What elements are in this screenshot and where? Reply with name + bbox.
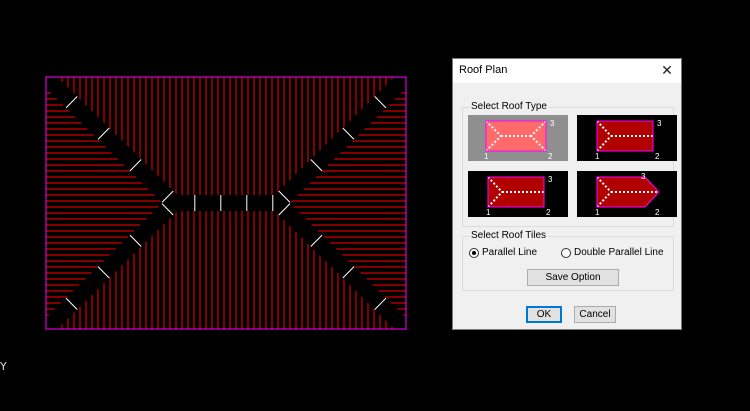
roof-plan-dialog: Roof Plan ✕ Select Roof Type 3 1 2 <box>452 58 682 330</box>
hip-tick <box>374 96 387 109</box>
ucs-icon: Y <box>0 360 7 373</box>
hip-band <box>272 71 412 209</box>
roof-type-pointed[interactable]: 3 1 2 <box>577 171 677 217</box>
hip-tick <box>278 203 291 216</box>
cancel-button[interactable]: Cancel <box>574 306 616 323</box>
corner-1: 1 <box>486 208 491 217</box>
double-parallel-line-radio-indicator[interactable] <box>561 247 571 258</box>
hip-tick <box>161 190 174 203</box>
hip-tick <box>342 127 355 140</box>
save-option-button[interactable]: Save Option <box>527 269 619 286</box>
hip-tick <box>97 266 110 279</box>
hip-tick <box>129 234 142 247</box>
hip-band <box>272 197 412 335</box>
corner-3: 3 <box>548 175 553 184</box>
roof-type-half-hip[interactable]: 3 1 2 <box>468 171 568 217</box>
roof-type-half-hip-preview: 3 1 2 <box>486 175 553 217</box>
hip-tick <box>65 297 78 310</box>
dialog-title: Roof Plan <box>459 64 508 76</box>
roof-type-group: Select Roof Type 3 1 2 <box>462 101 677 227</box>
double-parallel-line-radio[interactable]: Double Parallel Line <box>561 247 664 258</box>
roof-tile-lines <box>46 77 406 329</box>
roof-type-hip[interactable]: 3 1 2 <box>468 115 568 161</box>
roof-type-hip-preview: 3 1 2 <box>484 119 555 161</box>
roof-ridge-lines <box>40 71 412 335</box>
corner-2: 2 <box>655 208 660 217</box>
hip-tick <box>310 234 323 247</box>
hip-band <box>40 197 180 335</box>
double-parallel-line-label: Double Parallel Line <box>574 247 664 258</box>
hip-tick <box>161 203 174 216</box>
roof-type-pointed-preview: 3 1 2 <box>595 172 660 217</box>
roof-type-gable-hip[interactable]: 3 1 2 <box>577 115 677 161</box>
hip-tick <box>97 127 110 140</box>
corner-3: 3 <box>657 119 662 128</box>
hip-tick <box>129 159 142 172</box>
parallel-line-radio-indicator[interactable] <box>469 247 479 258</box>
hip-tick <box>374 297 387 310</box>
parallel-line-radio[interactable]: Parallel Line <box>469 247 537 258</box>
corner-1: 1 <box>595 208 600 217</box>
roof-type-gable-hip-preview: 3 1 2 <box>595 119 662 161</box>
corner-2: 2 <box>655 152 660 161</box>
dialog-titlebar: Roof Plan ✕ <box>453 59 681 83</box>
corner-2: 2 <box>546 208 551 217</box>
corner-2: 2 <box>548 152 553 161</box>
hip-tick <box>65 96 78 109</box>
corner-3: 3 <box>641 172 646 181</box>
hip-band <box>40 71 180 209</box>
corner-3: 3 <box>550 119 555 128</box>
roof-tiles-group: Select Roof Tiles Parallel Line Double P… <box>462 230 674 291</box>
hip-tick <box>278 190 291 203</box>
close-icon[interactable]: ✕ <box>661 63 673 79</box>
ok-button[interactable]: OK <box>526 306 562 323</box>
corner-1: 1 <box>484 152 489 161</box>
corner-1: 1 <box>595 152 600 161</box>
hip-tick <box>310 159 323 172</box>
hip-tick <box>342 266 355 279</box>
roof-tiles-group-title: Select Roof Tiles <box>469 230 549 241</box>
roof-outline <box>45 76 407 330</box>
roof-type-group-title: Select Roof Type <box>469 101 549 112</box>
parallel-line-label: Parallel Line <box>482 247 538 258</box>
